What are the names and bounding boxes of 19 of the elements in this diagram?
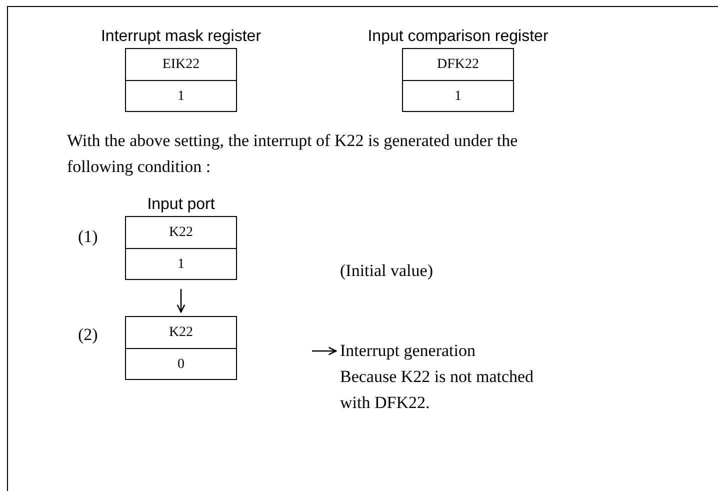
register-cell: 1 [126,248,236,279]
note-text: Interrupt generation [340,340,476,362]
register-cell: 1 [403,80,513,111]
register-cell: 1 [126,80,236,111]
arrow [176,289,186,313]
register-cell-text: DFK22 [436,56,480,74]
description-text: With the above setting, the interrupt of K22 is generated under the following condition : [67,130,519,178]
register-heading: Interrupt mask register [100,27,262,47]
side-note: (2) [78,324,98,346]
register-cell-text: K22 [168,324,194,342]
register-cell: 0 [126,348,236,379]
side-note: (1) [78,226,98,248]
register-cell-text: EIK22 [161,56,201,74]
description-text: (Initial value) [340,260,434,282]
register-cell-text: K22 [168,224,194,242]
arrow [312,346,337,356]
note-text: Because K22 is not matched with DFK22. [340,366,535,414]
register-heading: Input port [147,195,215,215]
register-heading: Input comparison register [368,27,548,47]
